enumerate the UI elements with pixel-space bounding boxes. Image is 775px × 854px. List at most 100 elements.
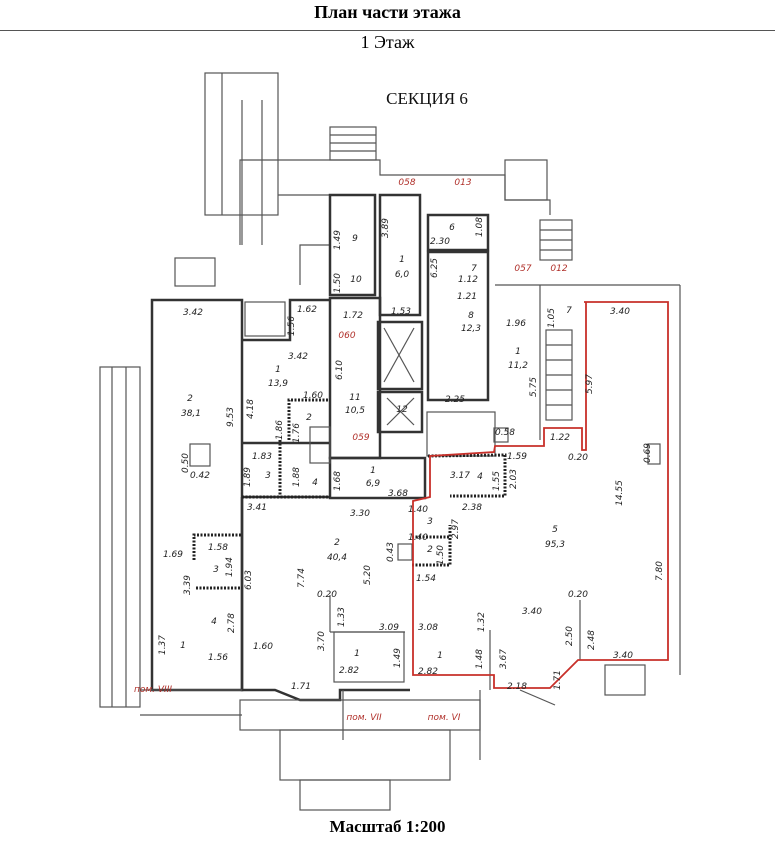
room-number: 3 bbox=[427, 517, 433, 527]
dimension-label: 3.42 bbox=[288, 352, 308, 362]
premise-code: пом. VIII bbox=[134, 685, 172, 695]
dimension-label: 2.78 bbox=[227, 613, 237, 633]
dimension-label: 5.97 bbox=[585, 374, 595, 394]
room-area: 13,9 bbox=[268, 379, 288, 389]
dimension-label: 2.30 bbox=[430, 237, 450, 247]
room-area: 95,3 bbox=[545, 540, 565, 550]
dimension-label: 1.08 bbox=[475, 217, 485, 237]
dimension-label: 1.59 bbox=[507, 452, 527, 462]
dimension-label: 1.58 bbox=[208, 543, 228, 553]
dimension-label: 1.37 bbox=[158, 635, 168, 655]
room-number: 7 bbox=[566, 306, 572, 316]
dimension-label: 1.89 bbox=[243, 467, 253, 487]
dimension-label: 1.32 bbox=[477, 612, 487, 632]
dimension-label: 0.69 bbox=[643, 443, 653, 463]
premise-code: пом. VI bbox=[428, 713, 461, 723]
walls bbox=[99, 72, 681, 811]
dimension-label: 3.89 bbox=[381, 218, 391, 238]
dimension-label: 3.68 bbox=[388, 489, 408, 499]
room-number: 11 bbox=[349, 393, 360, 403]
dimension-label: 1.83 bbox=[252, 452, 272, 462]
dimension-label: 0.20 bbox=[568, 453, 588, 463]
dimension-label: 2.03 bbox=[509, 469, 519, 489]
dimension-label: 1.86 bbox=[275, 420, 285, 440]
room-area: 40,4 bbox=[327, 553, 347, 563]
dimension-label: 0.20 bbox=[568, 590, 588, 600]
dimension-label: 1.56 bbox=[208, 653, 228, 663]
room-number: 1 bbox=[437, 651, 443, 661]
dimension-label: 2.82 bbox=[418, 667, 438, 677]
room-number: 9 bbox=[352, 234, 358, 244]
premise-code: пом. VII bbox=[346, 713, 382, 723]
dimension-label: 6.03 bbox=[244, 570, 254, 590]
dimension-label: 1.72 bbox=[343, 311, 363, 321]
dimension-label: 1.50 bbox=[436, 545, 446, 565]
dimension-label: 1.05 bbox=[547, 308, 557, 328]
dimension-label: 1.53 bbox=[391, 307, 411, 317]
dimension-label: 3.67 bbox=[499, 649, 509, 669]
dimension-label: 1.69 bbox=[163, 550, 183, 560]
dimension-label: 0.43 bbox=[386, 542, 396, 562]
dimension-label: 1.12 bbox=[458, 275, 478, 285]
dimension-label: 1.48 bbox=[475, 649, 485, 669]
room-area: 6,9 bbox=[366, 479, 381, 489]
dimension-label: 1.21 bbox=[457, 292, 477, 302]
dimension-label: 0.50 bbox=[181, 453, 191, 473]
dimension-label: 6.10 bbox=[335, 360, 345, 380]
dimension-label: 2.18 bbox=[507, 682, 527, 692]
room-number: 4 bbox=[211, 617, 217, 627]
dimension-label: 2.25 bbox=[445, 395, 465, 405]
dimension-label: 3.09 bbox=[379, 623, 399, 633]
room-number: 2 bbox=[334, 538, 340, 548]
dimension-label: 9.53 bbox=[226, 407, 236, 427]
partition-hatches bbox=[192, 398, 507, 590]
dimension-label: 3.30 bbox=[350, 509, 370, 519]
dimension-label: 1.71 bbox=[553, 670, 563, 690]
room-number: 4 bbox=[312, 478, 318, 488]
dimension-label: 1.60 bbox=[303, 391, 323, 401]
dimension-label: 1.55 bbox=[492, 471, 502, 491]
dimension-label: 7.74 bbox=[297, 568, 307, 588]
room-number: 6 bbox=[449, 223, 455, 233]
room-number: 12 bbox=[396, 405, 408, 415]
dimension-label: 1.68 bbox=[333, 471, 343, 491]
dimension-label: 5.75 bbox=[529, 377, 539, 397]
premise-code: 060 bbox=[338, 331, 355, 341]
dimension-label: 5.20 bbox=[363, 565, 373, 585]
title-divider bbox=[0, 30, 775, 31]
premise-code: 057 bbox=[514, 264, 531, 274]
dimension-label: 1.62 bbox=[297, 305, 317, 315]
dimension-label: 1.54 bbox=[416, 574, 436, 584]
room-area: 10,5 bbox=[345, 406, 365, 416]
dimension-label: 0.58 bbox=[495, 428, 515, 438]
room-area: 11,2 bbox=[508, 361, 528, 371]
dimension-label: 1.88 bbox=[292, 467, 302, 487]
dimension-label: 3.17 bbox=[450, 471, 470, 481]
dimension-label: 3.40 bbox=[522, 607, 542, 617]
dimension-label: 3.39 bbox=[183, 575, 193, 595]
scale-label: Масштаб 1:200 bbox=[329, 817, 446, 836]
room-number: 7 bbox=[471, 264, 477, 274]
room-number: 3 bbox=[213, 565, 219, 575]
dimension-label: 4.18 bbox=[246, 399, 256, 419]
premise-code: 012 bbox=[550, 264, 567, 274]
dimension-label: 1.94 bbox=[225, 557, 235, 577]
dimension-label: 2.82 bbox=[339, 666, 359, 676]
dimension-label: 2.50 bbox=[565, 626, 575, 646]
dimension-label: 3.40 bbox=[613, 651, 633, 661]
dimension-label: 7.80 bbox=[655, 561, 665, 581]
dimension-label: 2.97 bbox=[451, 519, 461, 539]
dimension-label: 3.42 bbox=[183, 308, 203, 318]
room-number: 1 bbox=[370, 466, 376, 476]
room-number: 1 bbox=[275, 365, 281, 375]
dimension-label: 3.40 bbox=[610, 307, 630, 317]
dimension-label: 1.49 bbox=[333, 230, 343, 250]
premise-code: 013 bbox=[454, 178, 471, 188]
room-number: 2 bbox=[427, 545, 433, 555]
room-number: 5 bbox=[552, 525, 558, 535]
room-number: 2 bbox=[306, 413, 312, 423]
dimension-label: 1.33 bbox=[337, 607, 347, 627]
dimension-label: 1.40 bbox=[408, 505, 428, 515]
